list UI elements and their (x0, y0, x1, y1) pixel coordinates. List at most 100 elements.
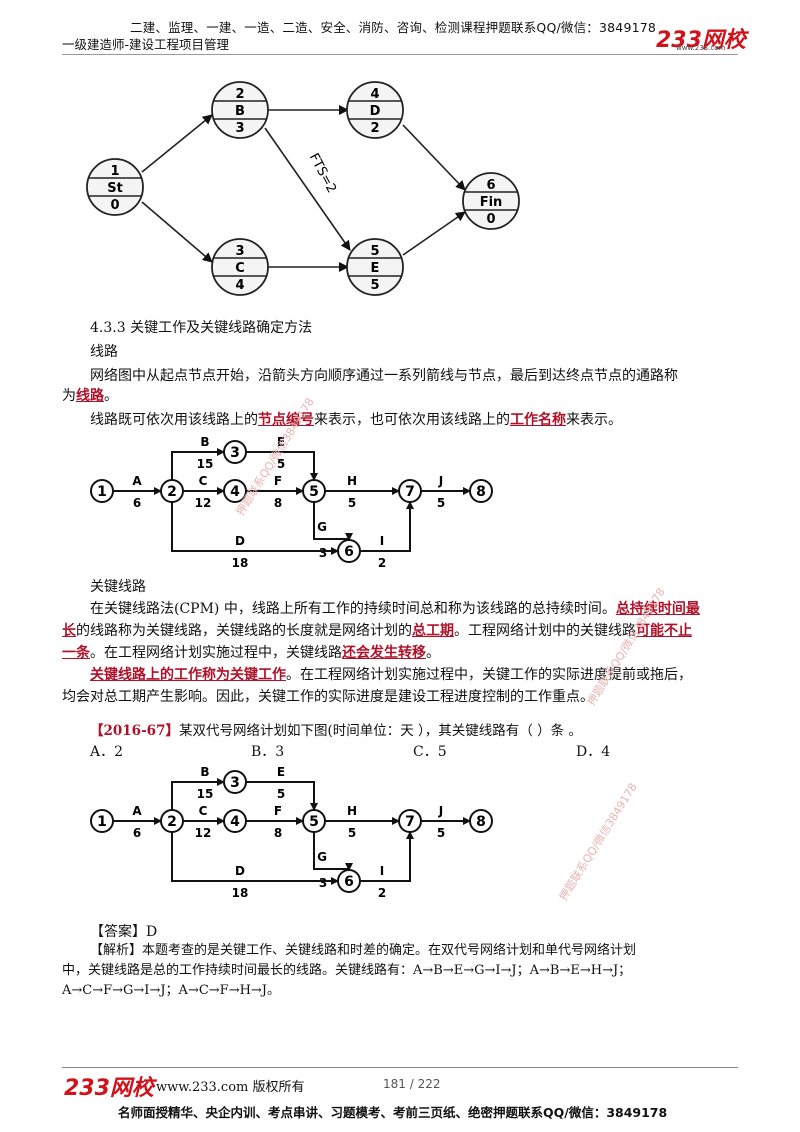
network-node: 5E5 (346, 238, 404, 296)
para-critical-3: 一条。在工程网络计划实施过程中，关键线路还会发生转移。 (62, 645, 440, 661)
node-label: D (370, 104, 381, 119)
activity-name: F (274, 804, 282, 818)
network-node: 6 (337, 539, 361, 563)
option-a: A．2 (90, 744, 124, 760)
activity-name: J (438, 804, 443, 818)
node-duration: 5 (370, 278, 379, 293)
activity-arrow: D 18 (171, 502, 339, 570)
network-node: 8 (469, 809, 493, 833)
node-id: 7 (405, 814, 415, 830)
node-id: 3 (230, 445, 240, 461)
node-id: 6 (344, 874, 354, 890)
activity-name: E (277, 435, 285, 449)
activity-duration: 3 (319, 876, 327, 890)
activity-name: H (347, 804, 357, 818)
fts-label: FTS=2 (306, 151, 339, 196)
activity-arrow: H5 (325, 474, 400, 510)
para-critical-1: 在关键线路法(CPM) 中，线路上所有工作的持续时间总和称为该线路的总持续时间。… (90, 601, 700, 617)
node-duration: 2 (370, 121, 379, 136)
node-duration: 0 (110, 198, 119, 213)
activity-arrow: I2 (360, 831, 414, 900)
activity-duration: 5 (277, 787, 285, 801)
activity-name: E (277, 765, 285, 779)
activity-name: A (132, 474, 142, 488)
activity-arrow: A6 (113, 474, 162, 510)
activity-duration: 18 (232, 556, 249, 570)
activity-name: G (317, 850, 327, 864)
node-id: 2 (167, 814, 177, 830)
node-label: E (371, 261, 380, 276)
activity-duration: 8 (274, 826, 282, 840)
node-id: 6 (344, 544, 354, 560)
section-heading: 4.3.3 关键工作及关键线路确定方法 (90, 320, 313, 336)
activity-arrow: H5 (325, 804, 400, 840)
activity-name: F (274, 474, 282, 488)
header-subtitle: 一级建造师-建设工程项目管理 (62, 37, 230, 52)
activity-arrow: J5 (421, 474, 471, 510)
para-critical-2: 长的线路称为关键线路，关键线路的长度就是网络计划的总工期。工程网络计划中的关键线… (62, 623, 692, 639)
activity-arrow: B 15 (171, 765, 225, 810)
activity-name: D (235, 534, 245, 548)
activity-duration: 2 (378, 556, 386, 570)
activity-arrow: C 12 (183, 474, 225, 510)
network-node: 3 (223, 770, 247, 794)
analysis-3: A→C→F→G→I→J；A→C→F→H→J。 (62, 983, 281, 998)
option-d: D．4 (576, 744, 611, 760)
network-node: 6 (337, 869, 361, 893)
activity-name: C (199, 804, 208, 818)
activity-name: C (199, 474, 208, 488)
para-path-2: 线路既可依次用该线路上的节点编号来表示，也可依次用该线路上的工作名称来表示。 (90, 412, 622, 428)
activity-duration: 5 (437, 826, 445, 840)
node-id: 1 (97, 814, 107, 830)
node-id: 5 (309, 484, 319, 500)
activity-arrow: I2 (360, 501, 414, 570)
answer: 【答案】D (90, 924, 158, 940)
node-id: 1 (97, 484, 107, 500)
network-node: 4D2 (346, 81, 404, 139)
network-node: 3C 4 (211, 238, 269, 296)
activity-arrow: C12 (183, 804, 225, 840)
network-node: 8 (469, 479, 493, 503)
node-id: 8 (476, 484, 486, 500)
activity-arrow: D18 (171, 832, 339, 900)
node-id: 5 (370, 244, 379, 259)
footer-url: www.233.com 版权所有 (156, 1080, 305, 1095)
node-label: B (235, 104, 245, 119)
watermark: 押题联系QQ/微信3849178 (556, 780, 640, 903)
activity-duration: 12 (195, 496, 212, 510)
network-node: 2B3 (211, 81, 269, 139)
header-top-line: 二建、监理、一建、一造、二造、安全、消防、咨询、检测课程押题联系QQ/微信：38… (130, 20, 657, 35)
node-duration: 4 (235, 278, 244, 293)
header-divider (62, 54, 738, 55)
activity-name: B (200, 765, 209, 779)
node-id: 3 (235, 244, 244, 259)
node-id: 5 (309, 814, 319, 830)
node-id: 3 (230, 775, 240, 791)
analysis-2: 中，关键线路是总的工作持续时间最长的线路。关键线路有：A→B→E→G→I→J；A… (62, 963, 632, 978)
node-id: 8 (476, 814, 486, 830)
activity-duration: 3 (319, 546, 327, 560)
node-label: C (235, 261, 245, 276)
activity-duration: 15 (197, 787, 214, 801)
activity-arrow: F8 (246, 474, 304, 510)
node-label: St (107, 181, 123, 196)
node-label: Fin (480, 195, 503, 210)
activity-name: A (132, 804, 142, 818)
page-number: 181 / 222 (383, 1077, 441, 1091)
network-node: 1St 0 (86, 158, 144, 216)
activity-name: H (347, 474, 357, 488)
network-node: 1 (90, 479, 114, 503)
activity-name: B (200, 435, 209, 449)
node-id: 2 (167, 484, 177, 500)
network-node: 2 (160, 479, 184, 503)
node-duration: 0 (486, 212, 495, 227)
network-node: 5 (302, 809, 326, 833)
activity-duration: 2 (378, 886, 386, 900)
network-node: 2 (160, 809, 184, 833)
footer-contact-line: 名师面授精华、央企内训、考点串讲、习题模考、考前三页纸、绝密押题联系QQ/微信：… (118, 1105, 668, 1120)
node-id: 1 (110, 164, 119, 179)
node-id: 6 (486, 178, 495, 193)
subheading-path: 线路 (90, 344, 118, 360)
